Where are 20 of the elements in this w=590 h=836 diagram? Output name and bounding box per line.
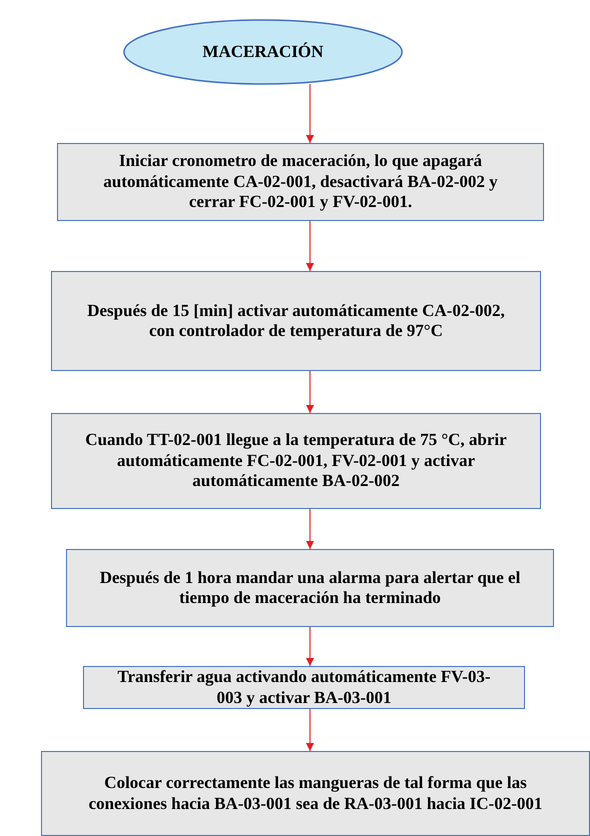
arrow xyxy=(306,626,314,666)
arrow xyxy=(306,220,314,272)
step-text: Cuando TT-02-001 llegue a la temperatura de 75 °C, abrir automáticamente FC-02-001, FV-02-001 y activar automáticamente BA-02-002 xyxy=(84,430,508,492)
arrow xyxy=(306,708,314,752)
step-text: Transferir agua activando automáticamente FV-03-003 y activar BA-03-001 xyxy=(116,667,492,708)
step-text: Colocar correctamente las mangueras de tal forma que las conexiones hacia BA-03-001 sea de RA-03-001 hacia IC-02-001 xyxy=(88,773,544,814)
process-box xyxy=(41,751,590,836)
start-ellipse xyxy=(123,19,403,85)
step-text: Después de 1 hora mandar una alarma para alertar que el tiempo de maceración ha terminado xyxy=(98,568,522,608)
process-box xyxy=(57,143,544,221)
step-text: Después de 15 [min] activar automáticamente CA-02-002, con controlador de temperatura de 97°C xyxy=(86,300,506,342)
arrow xyxy=(306,84,314,144)
process-box xyxy=(51,413,541,509)
arrow xyxy=(306,370,314,414)
arrow xyxy=(306,508,314,550)
process-box xyxy=(83,666,525,709)
start-label: MACERACIÓN xyxy=(202,42,324,62)
process-box xyxy=(66,549,554,627)
step-text: Iniciar cronometro de maceración, lo que apagará automáticamente CA-02-001, desactivará BA-02-002 y cerrar FC-02-001 y FV-02-001. xyxy=(102,151,499,213)
process-box xyxy=(51,271,541,371)
